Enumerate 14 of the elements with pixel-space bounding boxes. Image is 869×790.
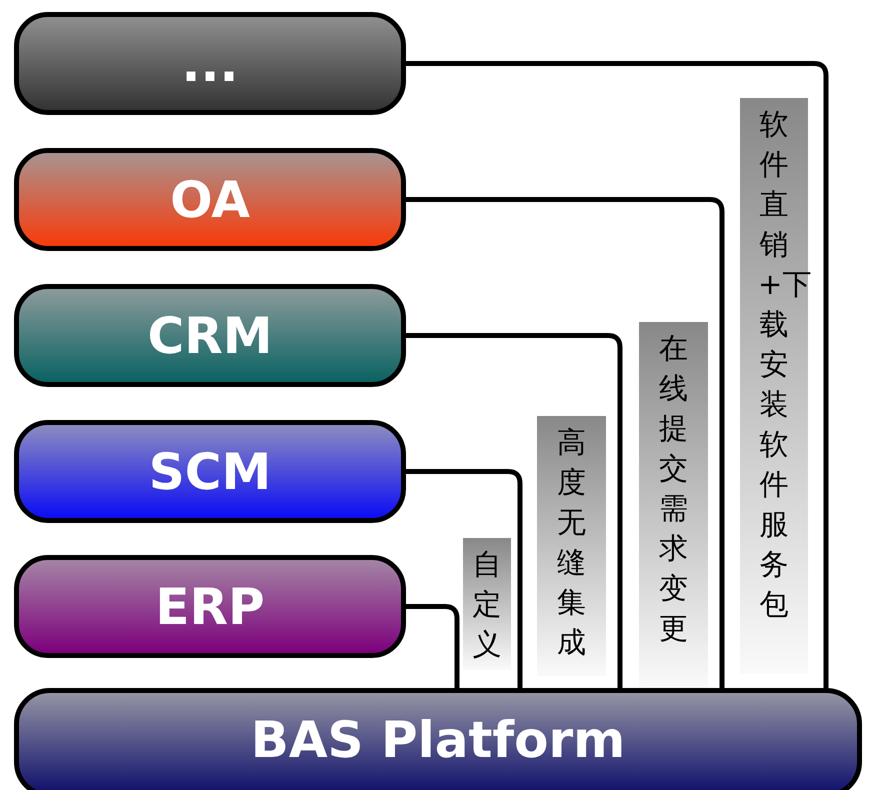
connector-line (406, 61, 828, 688)
edge-label: 软件直销+下载安装软件服务包 (740, 98, 808, 674)
edge-label: 自定义 (463, 538, 511, 670)
module-box: CRM (14, 284, 406, 387)
edge-label: 在线提交需求变更 (639, 322, 708, 688)
module-box: OA (14, 148, 406, 251)
module-box: ERP (14, 555, 406, 658)
platform-box: BAS Platform (14, 688, 862, 790)
connector-line (406, 197, 724, 688)
edge-label: 高度无缝集成 (537, 416, 606, 676)
module-box: ... (14, 12, 406, 115)
module-box: SCM (14, 420, 406, 523)
connector-line (406, 469, 522, 688)
connector-line (406, 333, 622, 688)
